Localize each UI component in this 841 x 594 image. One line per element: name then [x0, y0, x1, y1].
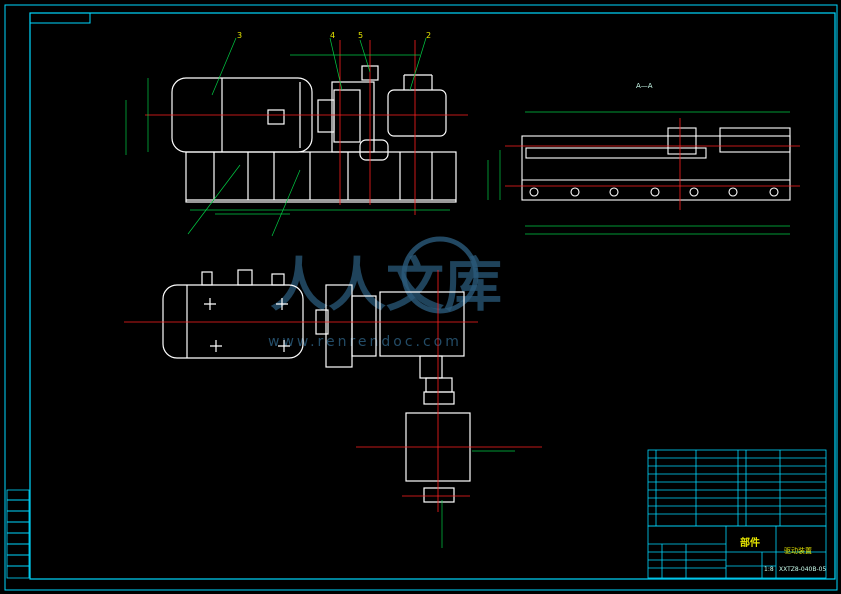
watermark-text: 人人文库: [270, 251, 502, 319]
title-block: [647, 525, 827, 579]
drawing-name: 驱动装置: [784, 546, 812, 555]
callout-label: 2: [426, 31, 431, 40]
parts-list: [647, 449, 827, 527]
callout-labels: 3 4 5 2: [237, 31, 431, 40]
plan-view-centerlines: [124, 270, 542, 512]
callout-label: 3: [237, 31, 242, 40]
drawing-frame: [4, 4, 838, 591]
section-aa-centerlines: [505, 118, 800, 210]
front-elevation-dimensions: [125, 37, 450, 237]
callout-label: 4: [330, 31, 335, 40]
drawing-number: XXTZ8-040B-05: [779, 566, 826, 573]
title-block-text: 部件 驱动装置 XXTZ8-040B-05 1:8: [740, 536, 826, 573]
part-label: 部件: [740, 536, 760, 549]
plan-view-dimensions: [441, 450, 515, 548]
watermark: 人人文库 www.renrendoc.com: [268, 236, 502, 350]
watermark-url: www.renrendoc.com: [268, 334, 462, 350]
scale-value: 1:8: [764, 566, 774, 573]
section-aa-dimensions: [487, 111, 790, 235]
front-elevation-view: [171, 65, 457, 203]
callout-label: 5: [358, 31, 363, 40]
front-elevation-centerlines: [145, 40, 468, 215]
section-aa-view: [521, 127, 791, 201]
section-label: A—A: [636, 82, 653, 90]
